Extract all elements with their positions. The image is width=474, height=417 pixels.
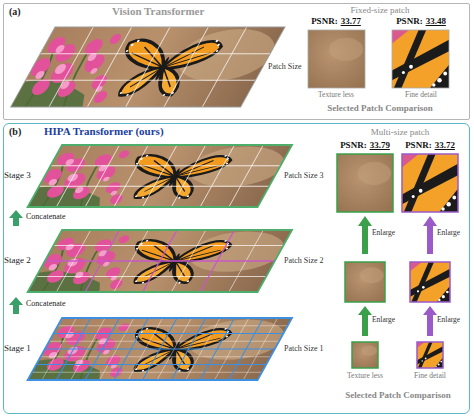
concatenate-label: Concatenate	[26, 212, 66, 221]
psnr-value: 33.48	[426, 16, 446, 26]
panel-subtitle: Multi-size patch	[371, 127, 430, 137]
panel-subtitle-group: Fixed-size patch	[350, 5, 409, 15]
enlarge-label-group: Enlarge	[437, 316, 460, 325]
enlarge-label-group: Enlarge	[372, 229, 395, 238]
psnr-value: 33.79	[370, 140, 390, 150]
patch-caption: Texture less	[318, 90, 354, 99]
patch-caption: Fine detail	[414, 371, 446, 380]
stage-label-group: Stage 1	[4, 343, 31, 353]
enlarge-label-group: Enlarge	[372, 316, 395, 325]
panel-subtitle: Fixed-size patch	[350, 5, 409, 15]
psnr-value: 33.77	[341, 16, 361, 26]
concatenate-label-group: Concatenate	[26, 212, 66, 221]
patch-size-label-group: Patch Size 1	[284, 344, 324, 353]
psnr-value: 33.72	[435, 140, 455, 150]
comparison-caption: Selected Patch Comparison	[327, 103, 433, 113]
panel-title: Vision Transformer	[112, 5, 204, 18]
psnr-value: PSNR:	[340, 140, 367, 150]
patch-size-label: Patch Size 2	[284, 256, 324, 265]
panel-subtitle-group: Multi-size patch	[371, 127, 430, 137]
patch-size-label-group: Patch Size 2	[284, 256, 324, 265]
stage-label: Stage 3	[4, 170, 31, 180]
patch-caption-group: Texture less	[318, 91, 354, 100]
comparison-caption: Selected Patch Comparison	[345, 390, 451, 400]
patch-size-label: Patch Size 3	[284, 171, 324, 180]
psnr-value-group: PSNR:33.77	[311, 16, 361, 26]
comparison-caption-group: Selected Patch Comparison	[345, 390, 451, 400]
psnr-value-group: PSNR:33.72	[405, 140, 455, 150]
patch-caption-group: Texture less	[347, 372, 383, 381]
patch-caption-group: Fine detail	[405, 91, 437, 100]
patch-size-label: Patch Size	[268, 62, 302, 71]
enlarge-label-group: Enlarge	[437, 229, 460, 238]
patch-size-label-group: Patch Size 3	[284, 171, 324, 180]
patch-size-label: Patch Size 1	[284, 344, 324, 353]
patch-size-label-group: Patch Size	[268, 62, 302, 71]
concatenate-label-group: Concatenate	[26, 299, 66, 308]
psnr-value: PSNR:	[311, 16, 338, 26]
panel-letter: (a)	[9, 6, 21, 18]
stage-label-group: Stage 2	[4, 255, 31, 265]
panel-box: (b) HIPA Transformer (ours)	[3, 123, 470, 414]
enlarge-label: Enlarge	[372, 228, 395, 237]
enlarge-label: Enlarge	[437, 228, 460, 237]
patch-caption-group: Fine detail	[414, 372, 446, 381]
comparison-caption-group: Selected Patch Comparison	[327, 103, 433, 113]
psnr-value: PSNR:	[396, 16, 423, 26]
concatenate-label: Concatenate	[26, 299, 66, 308]
stage-label-group: Stage 3	[4, 170, 31, 180]
enlarge-label: Enlarge	[372, 315, 395, 324]
stage-label: Stage 2	[4, 255, 31, 265]
panel-title: HIPA Transformer (ours)	[44, 125, 164, 138]
panel-letter: (b)	[9, 126, 21, 138]
psnr-value-group: PSNR:33.79	[340, 140, 390, 150]
patch-caption: Fine detail	[405, 90, 437, 99]
psnr-value: PSNR:	[405, 140, 432, 150]
enlarge-label: Enlarge	[437, 315, 460, 324]
patch-caption: Texture less	[347, 371, 383, 380]
psnr-value-group: PSNR:33.48	[396, 16, 446, 26]
stage-label: Stage 1	[4, 343, 31, 353]
